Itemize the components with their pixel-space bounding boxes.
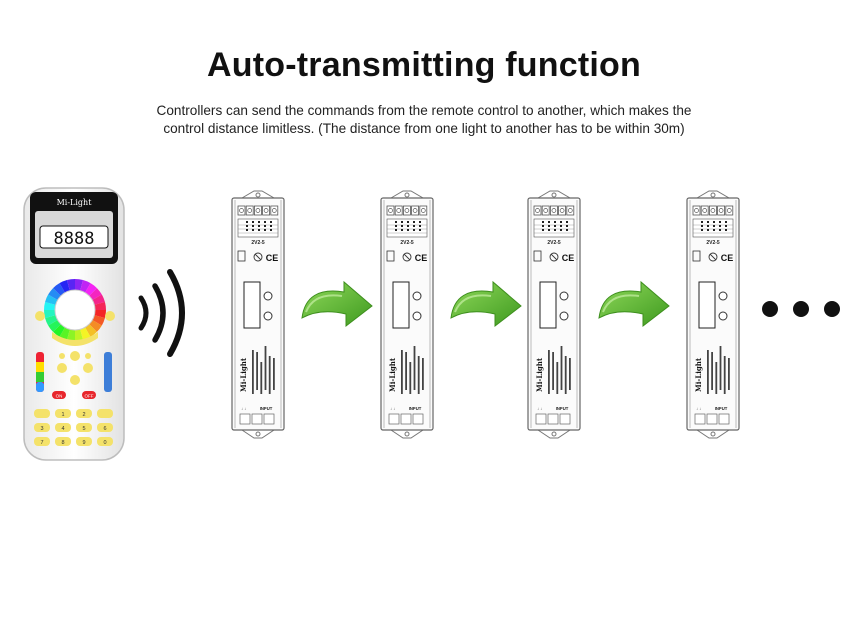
svg-text:↓ ↓: ↓ ↓	[241, 406, 246, 411]
keypad-key-label: 3	[40, 426, 43, 432]
curved-arrow-icon	[598, 280, 670, 328]
arrow-group	[301, 280, 670, 328]
ce-mark-label: CE	[562, 253, 575, 263]
keypad-key[interactable]	[34, 437, 50, 446]
recycle-icon	[402, 252, 412, 262]
controller-model-label: 2V2-5	[400, 240, 414, 246]
controller-button[interactable]	[559, 291, 569, 301]
page-title: Auto-transmitting function	[207, 46, 641, 84]
keypad-key[interactable]	[55, 409, 71, 418]
keypad-key-label: 2	[82, 412, 85, 418]
controller-input-label: INPUT	[409, 406, 422, 411]
controller-input-label: INPUT	[260, 406, 273, 411]
controller-button[interactable]	[718, 291, 728, 301]
on-button[interactable]	[52, 391, 66, 399]
controller-display	[243, 281, 261, 329]
controller-model-label: 2V2-5	[547, 240, 561, 246]
controller-group: 2V2-5CE Mi-Light ↓ ↓ INPUT 2V2-5CE Mi-Light ↓ …	[231, 190, 740, 439]
controller-model-label: 2V2-5	[251, 240, 265, 246]
keypad-key[interactable]	[76, 409, 92, 418]
controller-button[interactable]	[263, 311, 273, 321]
recycle-icon	[253, 252, 263, 262]
controller-display	[392, 281, 410, 329]
controller-model-label: 2V2-5	[706, 240, 720, 246]
controller-brand-label: Mi-Light	[694, 357, 703, 392]
svg-text:↓ ↓: ↓ ↓	[390, 406, 395, 411]
controller-button[interactable]	[412, 291, 422, 301]
controller-2: 2V2-5CE Mi-Light ↓ ↓ INPUT	[380, 190, 434, 439]
controller-brand-label: Mi-Light	[388, 357, 397, 392]
controller-button[interactable]	[412, 311, 422, 321]
controller-button[interactable]	[559, 311, 569, 321]
signal-waves-icon	[138, 269, 185, 357]
off-button[interactable]	[82, 391, 96, 399]
description-line-1: Controllers can send the commands from t…	[156, 103, 692, 118]
controller-input-label: INPUT	[715, 406, 728, 411]
controller-display	[698, 281, 716, 329]
controller-1: 2V2-5CE Mi-Light ↓ ↓ INPUT	[231, 190, 285, 439]
page-description: Controllers can send the commands from t…	[0, 102, 848, 138]
keypad-key-label: 1	[61, 412, 64, 418]
svg-text:↓ ↓: ↓ ↓	[696, 406, 701, 411]
keypad-key[interactable]	[97, 437, 113, 446]
keypad-key[interactable]	[55, 423, 71, 432]
keypad-key[interactable]	[34, 409, 50, 418]
keypad-key[interactable]	[55, 437, 71, 446]
keypad-key-label: 4	[61, 426, 64, 432]
controller-4: 2V2-5CE Mi-Light ↓ ↓ INPUT	[686, 190, 740, 439]
on-button-label: ON	[56, 394, 63, 399]
controller-button[interactable]	[718, 311, 728, 321]
keypad-key-label: 0	[103, 440, 106, 446]
ce-mark-label: CE	[415, 253, 428, 263]
ce-mark-label: CE	[266, 253, 279, 263]
keypad-key[interactable]	[76, 437, 92, 446]
remote-display-digits: 8888	[54, 229, 95, 249]
ce-mark-label: CE	[721, 253, 734, 263]
controller-brand-label: Mi-Light	[535, 357, 544, 392]
keypad-key[interactable]	[97, 423, 113, 432]
mode-button[interactable]	[35, 311, 45, 321]
keypad-key[interactable]	[34, 423, 50, 432]
direction-pad[interactable]	[57, 351, 93, 385]
controller-display	[539, 281, 557, 329]
controller-button[interactable]	[263, 291, 273, 301]
keypad-key-label: 9	[82, 440, 85, 446]
description-line-2: control distance limitless. (The distanc…	[163, 121, 685, 136]
keypad-key-label: 6	[103, 426, 106, 432]
keypad-key-label: 7	[40, 440, 43, 446]
recycle-icon	[549, 252, 559, 262]
keypad-key-label: 8	[61, 440, 64, 446]
brightness-slider[interactable]	[52, 332, 98, 346]
controller-3: 2V2-5CE Mi-Light ↓ ↓ INPUT	[527, 190, 581, 439]
white-slider[interactable]	[104, 352, 112, 392]
controller-brand-label: Mi-Light	[239, 357, 248, 392]
zone-keypad[interactable]: 1 2 3 4 5 6 7 8 9 0	[34, 409, 113, 446]
svg-text:↓ ↓: ↓ ↓	[537, 406, 542, 411]
speed-button[interactable]	[105, 311, 115, 321]
off-button-label: OFF	[85, 394, 94, 399]
remote-brand-label: Mi-Light	[57, 198, 93, 207]
curved-arrow-icon	[301, 280, 373, 328]
remote-control: Mi-Light 8888 ON OFF 1 2 3 4 5 6 7 8 9 0	[23, 187, 125, 461]
curved-arrow-icon	[450, 280, 522, 328]
controller-input-label: INPUT	[556, 406, 569, 411]
ellipsis-icon	[762, 301, 840, 317]
recycle-icon	[708, 252, 718, 262]
keypad-key-label: 5	[82, 426, 85, 432]
keypad-key[interactable]	[76, 423, 92, 432]
keypad-key[interactable]	[97, 409, 113, 418]
